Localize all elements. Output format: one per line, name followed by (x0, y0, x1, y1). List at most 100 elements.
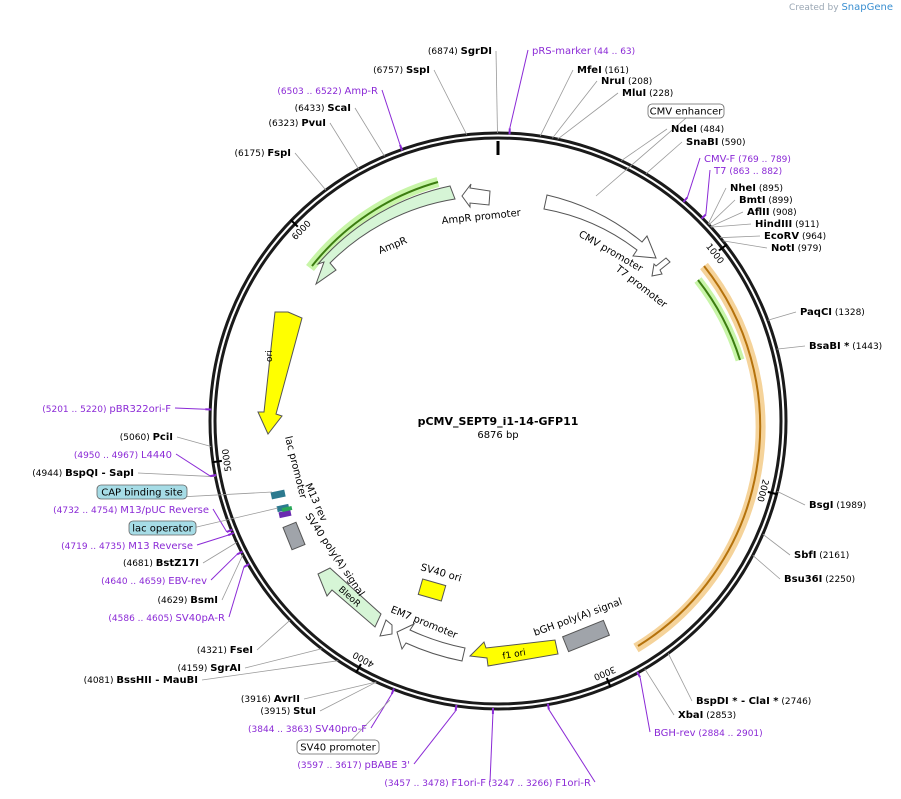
enzyme-site-2[interactable]: (6433) ScaI (295, 103, 351, 114)
ori-arrow[interactable] (257, 311, 303, 435)
ampr-arrow[interactable] (314, 185, 456, 286)
enzyme-site-24[interactable]: (4944) BspQI - SapI (32, 468, 134, 479)
primer-name: Amp-R (345, 86, 379, 97)
enzyme-site-29[interactable]: (4081) BssHII - MauBI (84, 675, 198, 686)
enzyme-pos: (1443) (849, 342, 882, 352)
enzyme-site-12[interactable]: AflII (908) (747, 207, 797, 218)
boxed-feature-2[interactable] (128, 520, 197, 536)
enzyme-site-14[interactable]: EcoRV (964) (764, 231, 826, 242)
tick-label-5000: 5000 (221, 448, 234, 472)
leader-30 (303, 681, 377, 700)
enzyme-site-9[interactable]: SnaBI (590) (686, 137, 745, 148)
leader-22 (644, 668, 675, 716)
em7-promoter-arrow[interactable] (379, 619, 393, 637)
enzyme-site-28[interactable]: (4159) SgrAI (177, 663, 241, 674)
primer-site-4[interactable]: (5201 .. 5220) pBR322ori-F (42, 404, 171, 415)
primer-site-13[interactable]: (3247 .. 3266) F1ori-R (488, 778, 591, 789)
enzyme-site-1[interactable]: (6757) SspI (373, 65, 430, 76)
enzyme-site-10[interactable]: NheI (895) (730, 183, 783, 194)
tick-mark-6000 (289, 219, 299, 228)
enzyme-site-7[interactable]: MluI (228) (622, 88, 673, 99)
boxed-feature-1[interactable] (96, 484, 188, 500)
primer-site-5[interactable]: (4950 .. 4967) L4440 (74, 450, 172, 461)
enzyme-site-19[interactable]: SbfI (2161) (794, 550, 849, 561)
enzyme-site-11[interactable]: BmtI (899) (739, 195, 793, 206)
em7-arrow[interactable] (396, 622, 466, 662)
primer-range: (6503 .. 6522) (277, 87, 344, 97)
primer-site-7[interactable]: (4719 .. 4735) M13 Reverse (61, 541, 193, 552)
boxed-leader-0 (595, 117, 687, 197)
t7-promoter-arrow[interactable] (651, 257, 671, 277)
enzyme-name: BssHII - MauBI (116, 675, 198, 686)
enzyme-site-21[interactable]: BspDI * - ClaI * (2746) (696, 696, 811, 707)
sv40-ori-box[interactable] (417, 578, 447, 602)
m13-rev-box[interactable] (278, 509, 292, 519)
primer-name: pBABE 3' (364, 760, 410, 771)
leader-10 (707, 187, 727, 225)
bgh-polya-box[interactable] (561, 619, 611, 653)
enzyme-site-5[interactable]: MfeI (161) (577, 65, 629, 76)
enzyme-site-0[interactable]: (6874) SgrDI (428, 46, 492, 57)
enzyme-name: SspI (406, 65, 430, 76)
primer-mark-8 (236, 550, 243, 556)
boxed-feature-0[interactable] (647, 103, 725, 119)
enzyme-site-16[interactable]: PaqCI (1328) (800, 307, 865, 318)
ampr-promoter-arrow[interactable] (461, 183, 491, 209)
enzyme-site-3[interactable]: (6323) PvuI (269, 118, 326, 129)
primer-site-6[interactable]: (4732 .. 4754) M13/pUC Reverse (53, 505, 209, 516)
enzyme-site-4[interactable]: (6175) FspI (235, 148, 291, 159)
leader-13 (710, 223, 752, 228)
primer-site-10[interactable]: (3844 .. 3863) SV40pro-F (248, 724, 367, 735)
enzyme-site-25[interactable]: (4681) BstZ17I (123, 558, 199, 569)
enzyme-site-8[interactable]: NdeI (484) (671, 124, 724, 135)
primer-site-14[interactable]: BGH-rev (2884 .. 2901) (654, 728, 763, 739)
primer-mark-5 (210, 473, 217, 478)
enzyme-site-20[interactable]: Bsu36I (2250) (784, 574, 855, 585)
leader-9 (645, 141, 683, 175)
primer-site-2[interactable]: CMV-F (769 .. 789) (704, 154, 791, 165)
primer-site-1[interactable]: (6503 .. 6522) Amp-R (277, 86, 378, 97)
plasmid-length: 6876 bp (477, 430, 518, 441)
primer-range: (2884 .. 2901) (696, 729, 763, 739)
enzyme-pos: (908) (770, 208, 797, 218)
enzyme-site-13[interactable]: HindIII (911) (755, 219, 819, 230)
primer-name: EBV-rev (168, 576, 207, 587)
enzyme-site-30[interactable]: (3916) AvrII (241, 694, 300, 705)
bleor-arrow[interactable] (317, 567, 382, 628)
enzyme-site-26[interactable]: (4629) BsmI (157, 595, 218, 606)
enzyme-site-17[interactable]: BsaBI * (1443) (809, 341, 882, 352)
primer-mark-14 (636, 671, 641, 678)
boxed-feature-3[interactable] (296, 739, 380, 755)
enzyme-site-23[interactable]: (5060) PciI (120, 432, 173, 443)
primer-site-12[interactable]: (3457 .. 3478) F1ori-F (384, 778, 486, 789)
primer-site-0[interactable]: pRS-marker (44 .. 63) (532, 46, 635, 57)
primer-range: (5201 .. 5220) (42, 405, 109, 415)
enzyme-site-15[interactable]: NotI (979) (771, 243, 822, 254)
f1-ori-arrow[interactable] (468, 639, 559, 667)
backbone-outer (208, 131, 788, 711)
enzyme-pos: (979) (795, 244, 822, 254)
feature-label-f1-ori: f1 ori (502, 648, 527, 662)
enzyme-site-6[interactable]: NruI (208) (601, 76, 652, 87)
enzyme-name: PaqCI (800, 307, 832, 318)
enzyme-pos: (228) (646, 89, 673, 99)
sv40-polya-box[interactable] (282, 521, 306, 551)
enzyme-site-27[interactable]: (4321) FseI (197, 645, 253, 656)
enzyme-site-22[interactable]: XbaI (2853) (678, 710, 736, 721)
m13-rev-box-2[interactable] (281, 506, 293, 512)
cmv-promoter-arrow[interactable] (543, 194, 657, 259)
enzyme-pos: (4681) (123, 559, 156, 569)
enzyme-site-18[interactable]: BsgI (1989) (809, 500, 866, 511)
enzyme-pos: (6433) (295, 104, 328, 114)
primer-mark-9 (243, 563, 250, 568)
primer-leader-9 (228, 566, 245, 618)
cap-binding-site-box[interactable] (270, 489, 286, 500)
primer-site-9[interactable]: (4586 .. 4605) SV40pA-R (108, 613, 225, 624)
enzyme-pos: (208) (625, 77, 652, 87)
primer-range: (4950 .. 4967) (74, 451, 141, 461)
enzyme-pos: (4944) (32, 469, 65, 479)
primer-site-11[interactable]: (3597 .. 3617) pBABE 3' (297, 760, 410, 771)
primer-site-8[interactable]: (4640 .. 4659) EBV-rev (101, 576, 207, 587)
enzyme-site-31[interactable]: (3915) StuI (260, 706, 316, 717)
primer-site-3[interactable]: T7 (863 .. 882) (713, 166, 782, 177)
